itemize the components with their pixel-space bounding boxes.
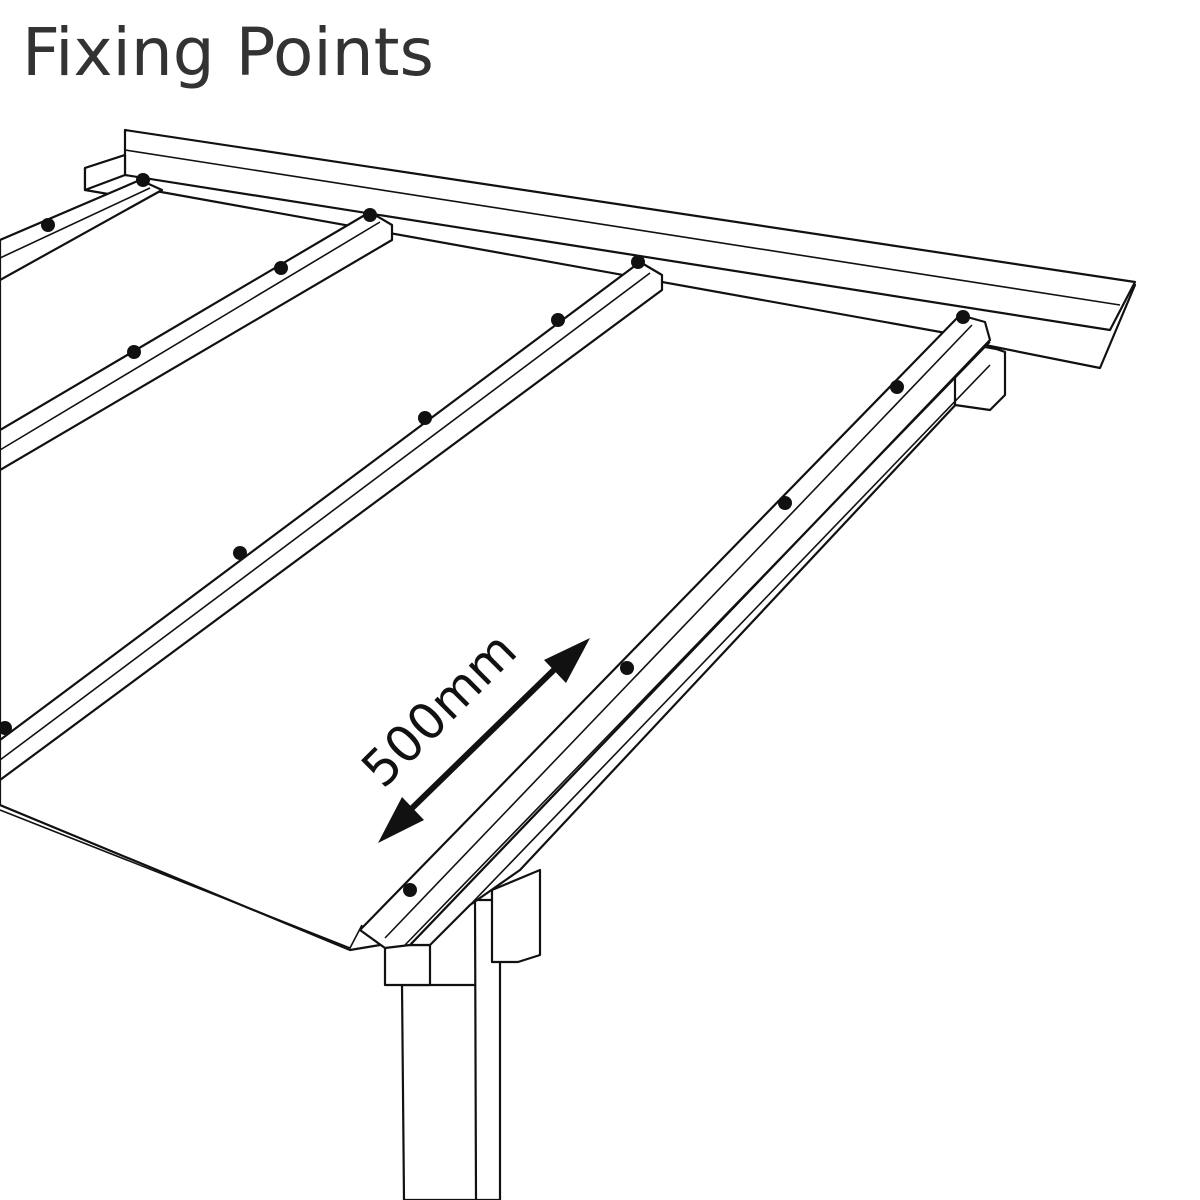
fixing-point: [136, 173, 150, 187]
fixing-point: [363, 208, 377, 222]
fixing-point: [631, 255, 645, 269]
fixing-point: [551, 313, 565, 327]
fixing-point: [41, 218, 55, 232]
fixing-point: [418, 411, 432, 425]
support-posts: [383, 868, 542, 1200]
fixing-point: [956, 310, 970, 324]
fixing-point: [0, 721, 12, 735]
fixing-point: [274, 261, 288, 275]
fixing-point: [890, 380, 904, 394]
dimension-arrow: [378, 638, 590, 843]
arrowhead-up: [544, 638, 590, 683]
fixing-point: [620, 661, 634, 675]
fixing-point: [233, 546, 247, 560]
fixing-point: [403, 883, 417, 897]
arrowhead-down: [378, 797, 424, 843]
fixing-point: [778, 496, 792, 510]
fixing-points: [0, 173, 970, 897]
fixing-point: [127, 345, 141, 359]
diagram-title: Fixing Points: [22, 14, 434, 91]
